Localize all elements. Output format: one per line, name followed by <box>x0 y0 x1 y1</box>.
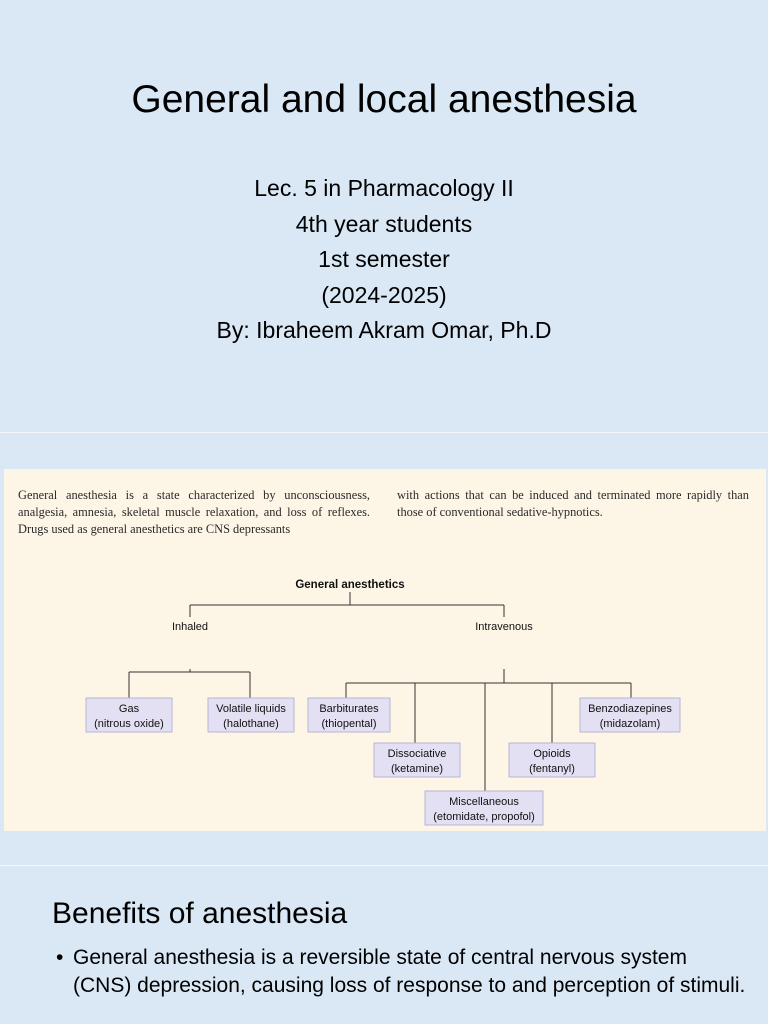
excerpt-paragraph-right: with actions that can be induced and ter… <box>397 488 749 519</box>
subtitle-line-author: By: Ibraheem Akram Omar, Ph.D <box>216 317 552 343</box>
title-slide: General and local anesthesia Lec. 5 in P… <box>0 0 768 432</box>
excerpt-paragraph-left: General anesthesia is a state characteri… <box>18 488 370 536</box>
slide-title: General and local anesthesia <box>131 78 637 121</box>
diagram-node-labels: Gas (nitrous oxide) Volatile liquids (ha… <box>94 703 672 823</box>
subtitle-line-academic-year: (2024-2025) <box>321 281 447 308</box>
subtitle-line-lecture: Lec. 5 in Pharmacology II <box>254 175 514 201</box>
node-opioids-name: Opioids <box>533 748 571 760</box>
benefits-bullet-text: General anesthesia is a reversible state… <box>73 946 746 997</box>
node-opioids-example: (fentanyl) <box>529 763 575 775</box>
anesthetics-classification-diagram: General anesthetics Inhaled Intravenous … <box>85 579 681 826</box>
node-miscellaneous-example: (etomidate, propofol) <box>433 811 535 823</box>
textbook-excerpt: General anesthesia is a state characteri… <box>4 469 766 831</box>
diagram-connectors <box>128 592 632 791</box>
node-volatile-name: Volatile liquids <box>216 703 286 715</box>
node-miscellaneous-box <box>424 790 544 826</box>
benefits-slide: Benefits of anesthesia • General anesthe… <box>0 866 768 1024</box>
benefits-bullet: • General anesthesia is a reversible sta… <box>56 944 746 999</box>
node-dissociative-name: Dissociative <box>388 748 447 760</box>
node-gas-example: (nitrous oxide) <box>94 718 164 730</box>
node-volatile-example: (halothane) <box>223 718 279 730</box>
slide-separator <box>0 865 768 866</box>
subtitle-line-year: 4th year students <box>295 210 473 237</box>
diagram-inhaled-label: Inhaled <box>172 621 208 633</box>
excerpt-slide: General anesthesia is a state characteri… <box>0 433 768 865</box>
benefits-heading: Benefits of anesthesia <box>52 897 348 930</box>
diagram-nodes <box>85 697 681 826</box>
bullet-dot-icon: • <box>56 946 64 969</box>
slide-separator <box>0 432 768 433</box>
diagram-intravenous-label: Intravenous <box>475 621 533 633</box>
node-dissociative-example: (ketamine) <box>391 763 443 775</box>
node-barbiturates-name: Barbiturates <box>319 703 379 715</box>
node-opioids-box <box>508 742 596 778</box>
diagram-root-label: General anesthetics <box>295 579 404 591</box>
node-gas-box <box>85 697 173 733</box>
node-benzodiazepines-box <box>579 697 681 733</box>
node-dissociative-box <box>373 742 461 778</box>
node-barbiturates-box <box>307 697 391 733</box>
node-volatile-box <box>207 697 295 733</box>
node-benzodiazepines-example: (midazolam) <box>600 718 661 730</box>
node-barbiturates-example: (thiopental) <box>321 718 376 730</box>
subtitle-line-semester: 1st semester <box>318 246 450 272</box>
slide-subtitle: Lec. 5 in Pharmacology II 4th year stude… <box>0 171 768 349</box>
node-miscellaneous-name: Miscellaneous <box>449 796 519 808</box>
node-benzodiazepines-name: Benzodiazepines <box>588 703 672 715</box>
node-gas-name: Gas <box>119 703 140 715</box>
